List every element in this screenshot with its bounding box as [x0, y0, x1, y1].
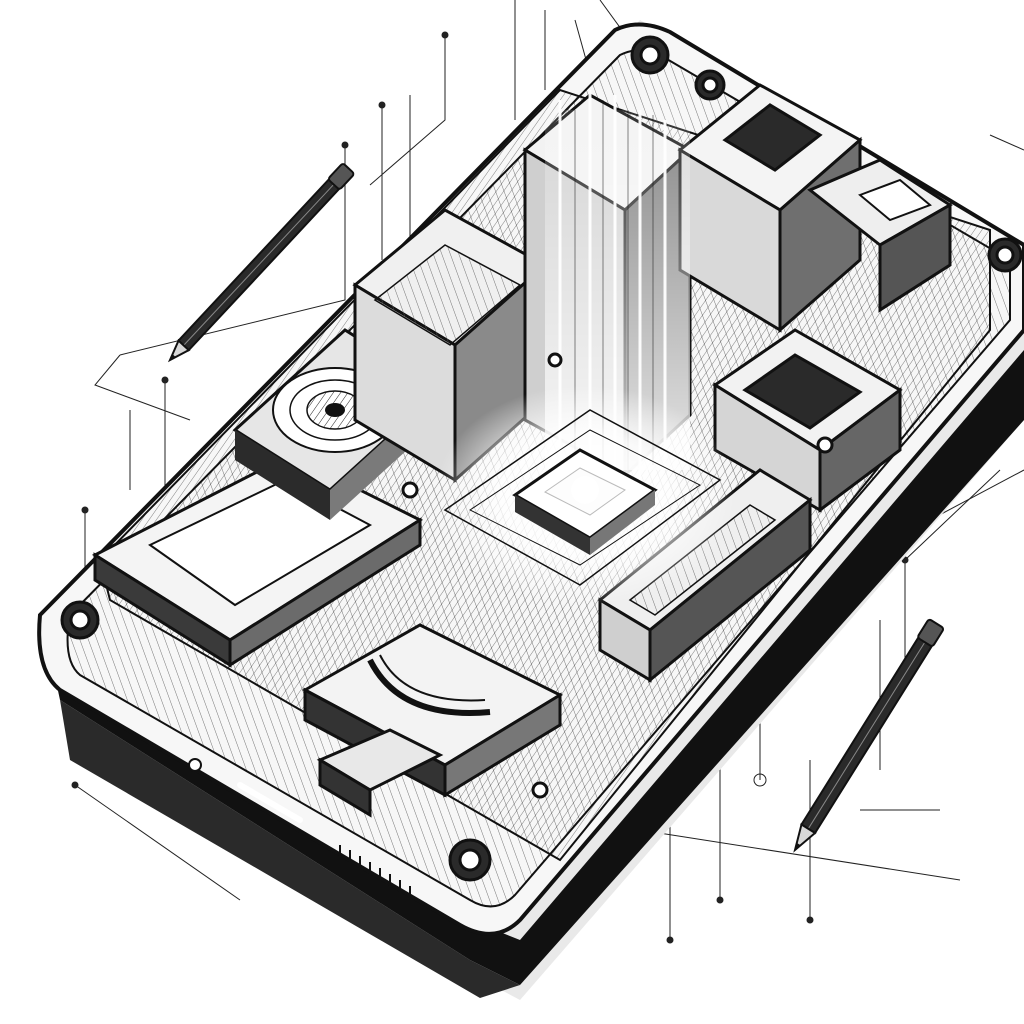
frame-component-right — [807, 158, 953, 313]
microchip-icon — [435, 385, 735, 605]
pencil-icon — [167, 163, 355, 363]
drafting-lines — [71, 0, 1024, 944]
block-component-left — [352, 208, 548, 484]
bracket-component — [301, 623, 564, 818]
block-component-mid-right — [712, 328, 903, 513]
screw-icon — [60, 35, 1023, 882]
pencil-icon — [793, 618, 944, 853]
